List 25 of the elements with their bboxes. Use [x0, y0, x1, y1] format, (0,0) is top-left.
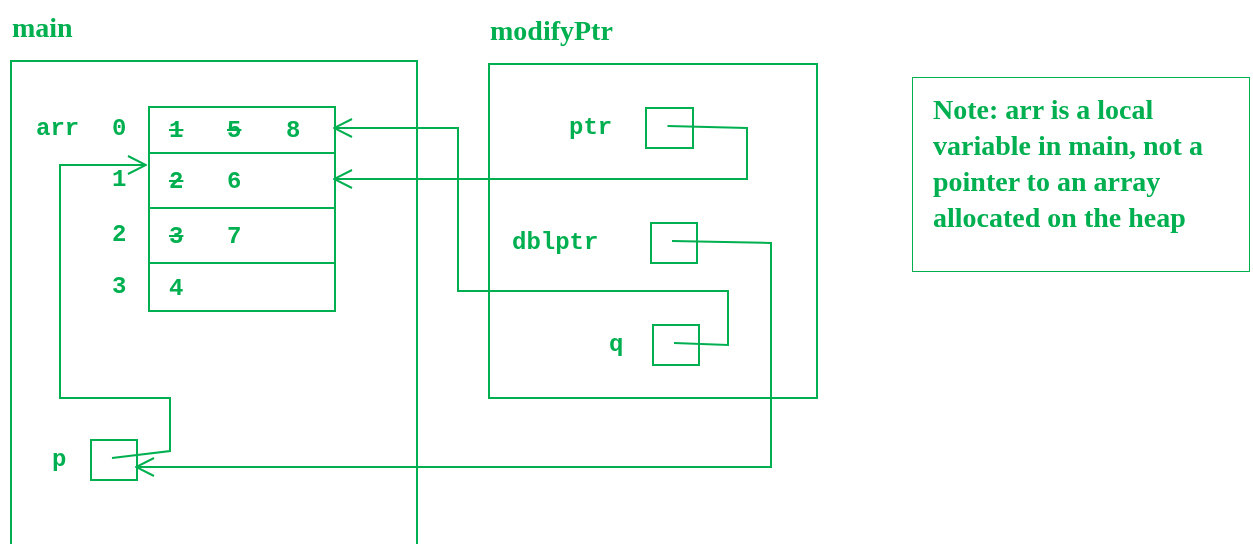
variable-name: q [609, 331, 624, 359]
frame-title: modifyPtr [490, 15, 613, 47]
pointer-arrow [333, 118, 729, 347]
array-index-label: 2 [112, 220, 127, 249]
note-box [912, 77, 1250, 272]
crossed-out-value: 3 [169, 222, 184, 251]
frame-title: main [12, 12, 73, 44]
array-index-label: arr [36, 115, 80, 143]
array-index-label: 0 [112, 115, 127, 143]
pointer-arrow [59, 155, 171, 459]
variable-name: ptr [569, 114, 613, 142]
cell-value: 7 [227, 222, 242, 251]
pointer-arrow [333, 125, 748, 189]
cell-value: 8 [286, 117, 301, 145]
crossed-out-value: 2 [169, 167, 184, 196]
variable-name: dblptr [512, 229, 599, 257]
variable-name: p [52, 446, 67, 474]
crossed-out-value: 1 [169, 117, 184, 145]
cell-value: 4 [169, 275, 184, 303]
note-text: Note: arr is a local variable in main, not a pointer to an array allocated on the heap [933, 94, 1203, 233]
crossed-out-value: 5 [227, 117, 242, 145]
pointer-arrow [135, 240, 772, 477]
array-index-label: 1 [112, 165, 127, 194]
array-index-label: 3 [112, 273, 127, 301]
cell-value: 6 [227, 167, 242, 196]
